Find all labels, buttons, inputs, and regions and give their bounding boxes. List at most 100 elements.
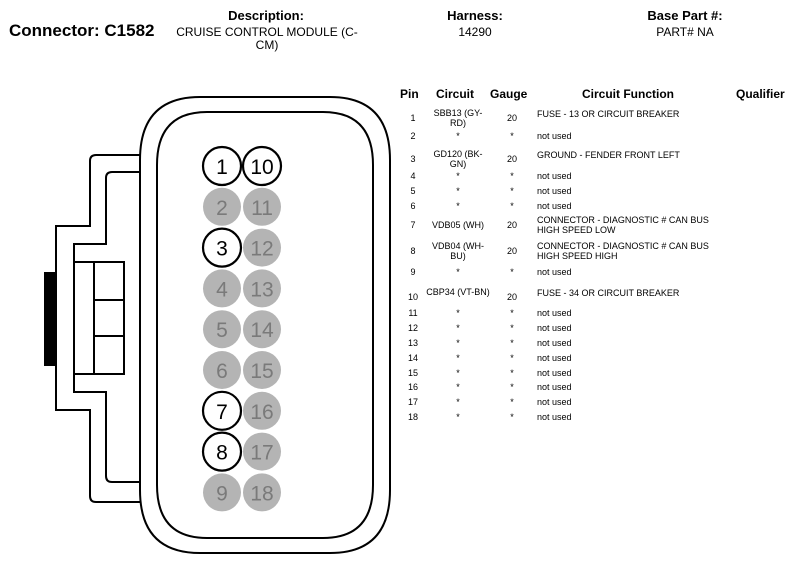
pin-circle <box>203 269 241 308</box>
row-pin: 7 <box>410 220 416 230</box>
row-gauge: * <box>510 368 514 378</box>
pin-number: 11 <box>251 197 273 220</box>
row-circuit: * <box>456 353 460 363</box>
row-gauge: * <box>510 382 514 392</box>
row-function: not used <box>537 397 572 407</box>
row-pin: 14 <box>407 353 418 363</box>
row-pin: 12 <box>407 323 418 333</box>
col-header-qualifier: Qualifier <box>736 87 785 101</box>
harness-value: 14290 <box>458 25 492 39</box>
row-circuit: * <box>456 323 460 333</box>
row-function: not used <box>537 323 572 333</box>
connector-pin: 18 <box>243 473 281 512</box>
pin-circle <box>243 351 281 389</box>
row-pin: 15 <box>407 368 418 378</box>
pin-circle <box>243 473 281 512</box>
pin-number: 15 <box>250 360 273 383</box>
connector-pin: 14 <box>243 310 281 349</box>
row-gauge: 20 <box>506 113 517 123</box>
pin-number: 17 <box>250 442 273 465</box>
row-gauge: * <box>510 338 514 348</box>
row-gauge: 20 <box>506 154 517 164</box>
connector-tab <box>44 272 56 366</box>
connector-pin: 6 <box>203 351 241 389</box>
row-circuit: * <box>456 267 460 277</box>
row-pin: 11 <box>408 308 418 318</box>
row-gauge: * <box>510 412 514 422</box>
row-circuit: * <box>456 338 460 348</box>
row-pin: 3 <box>410 154 416 164</box>
connector-pin: 2 <box>203 187 241 226</box>
row-circuit: * <box>456 412 460 422</box>
row-pin: 2 <box>410 131 416 141</box>
pin-circle <box>203 473 241 512</box>
connector-pin: 13 <box>243 269 281 308</box>
pin-circle <box>243 432 281 471</box>
pin-number: 3 <box>216 238 228 261</box>
row-function: GROUND - FENDER FRONT LEFT <box>537 150 680 160</box>
row-circuit: * <box>456 397 460 407</box>
row-gauge: 20 <box>506 246 517 256</box>
row-circuit: * <box>456 201 460 211</box>
row-function: not used <box>537 201 572 211</box>
row-circuit: * <box>456 171 460 181</box>
base-part-label: Base Part #: <box>647 8 723 23</box>
row-circuit: VDB04 (WH-BU) <box>431 241 484 261</box>
pin-number: 14 <box>250 319 274 342</box>
row-circuit: GD120 (BK-GN) <box>433 149 483 169</box>
row-pin: 13 <box>407 338 418 348</box>
row-circuit: CBP34 (VT-BN) <box>426 287 490 297</box>
pin-number: 4 <box>216 278 228 301</box>
connector-pin: 1 <box>201 145 243 187</box>
row-function: not used <box>537 412 572 422</box>
row-circuit: * <box>456 131 460 141</box>
pin-circle <box>203 310 241 349</box>
harness-label: Harness: <box>447 8 503 23</box>
row-circuit: SBB13 (GY-RD) <box>433 108 483 128</box>
row-pin: 6 <box>410 201 416 211</box>
connector-pin: 16 <box>243 391 281 430</box>
pin-circle <box>243 228 281 267</box>
row-function: CONNECTOR - DIAGNOSTIC # CAN BUS HIGH SP… <box>537 241 709 261</box>
connector-pin: 9 <box>203 473 241 512</box>
row-gauge: * <box>510 353 514 363</box>
connector-pin: 8 <box>201 431 243 472</box>
row-gauge: * <box>510 201 514 211</box>
pin-number: 9 <box>216 482 228 505</box>
row-function: not used <box>537 338 572 348</box>
pin-number: 7 <box>216 401 228 424</box>
base-part-value: PART# NA <box>656 25 714 39</box>
row-pin: 5 <box>410 186 416 196</box>
row-function: FUSE - 13 OR CIRCUIT BREAKER <box>537 109 680 119</box>
pin-circle <box>241 145 283 187</box>
row-circuit: * <box>456 382 460 392</box>
row-pin: 1 <box>410 113 416 123</box>
pin-circle <box>203 351 241 389</box>
row-function: not used <box>537 308 572 318</box>
row-gauge: * <box>510 323 514 333</box>
col-header-circuit: Circuit <box>436 87 475 101</box>
pin-number: 2 <box>216 197 228 220</box>
row-function: not used <box>537 353 572 363</box>
pin-number: 8 <box>216 442 228 465</box>
col-header-gauge: Gauge <box>490 87 528 101</box>
row-pin: 17 <box>407 397 418 407</box>
description-label: Description: <box>228 8 304 23</box>
pin-number: 13 <box>250 278 273 301</box>
row-circuit: * <box>456 368 460 378</box>
row-circuit: VDB05 (WH) <box>431 220 484 230</box>
pin-circle <box>201 390 243 431</box>
col-header-pin: Pin <box>400 87 419 101</box>
row-pin: 9 <box>410 267 416 277</box>
connector-title: Connector: C1582 <box>9 21 155 40</box>
row-circuit: * <box>456 308 460 318</box>
pin-circle <box>203 187 241 226</box>
row-pin: 8 <box>410 246 416 256</box>
row-gauge: 20 <box>506 220 517 230</box>
pin-circle <box>243 391 281 430</box>
connector-housing <box>55 96 391 554</box>
row-gauge: 20 <box>506 292 517 302</box>
row-gauge: * <box>510 131 514 141</box>
pin-circle <box>201 145 243 187</box>
